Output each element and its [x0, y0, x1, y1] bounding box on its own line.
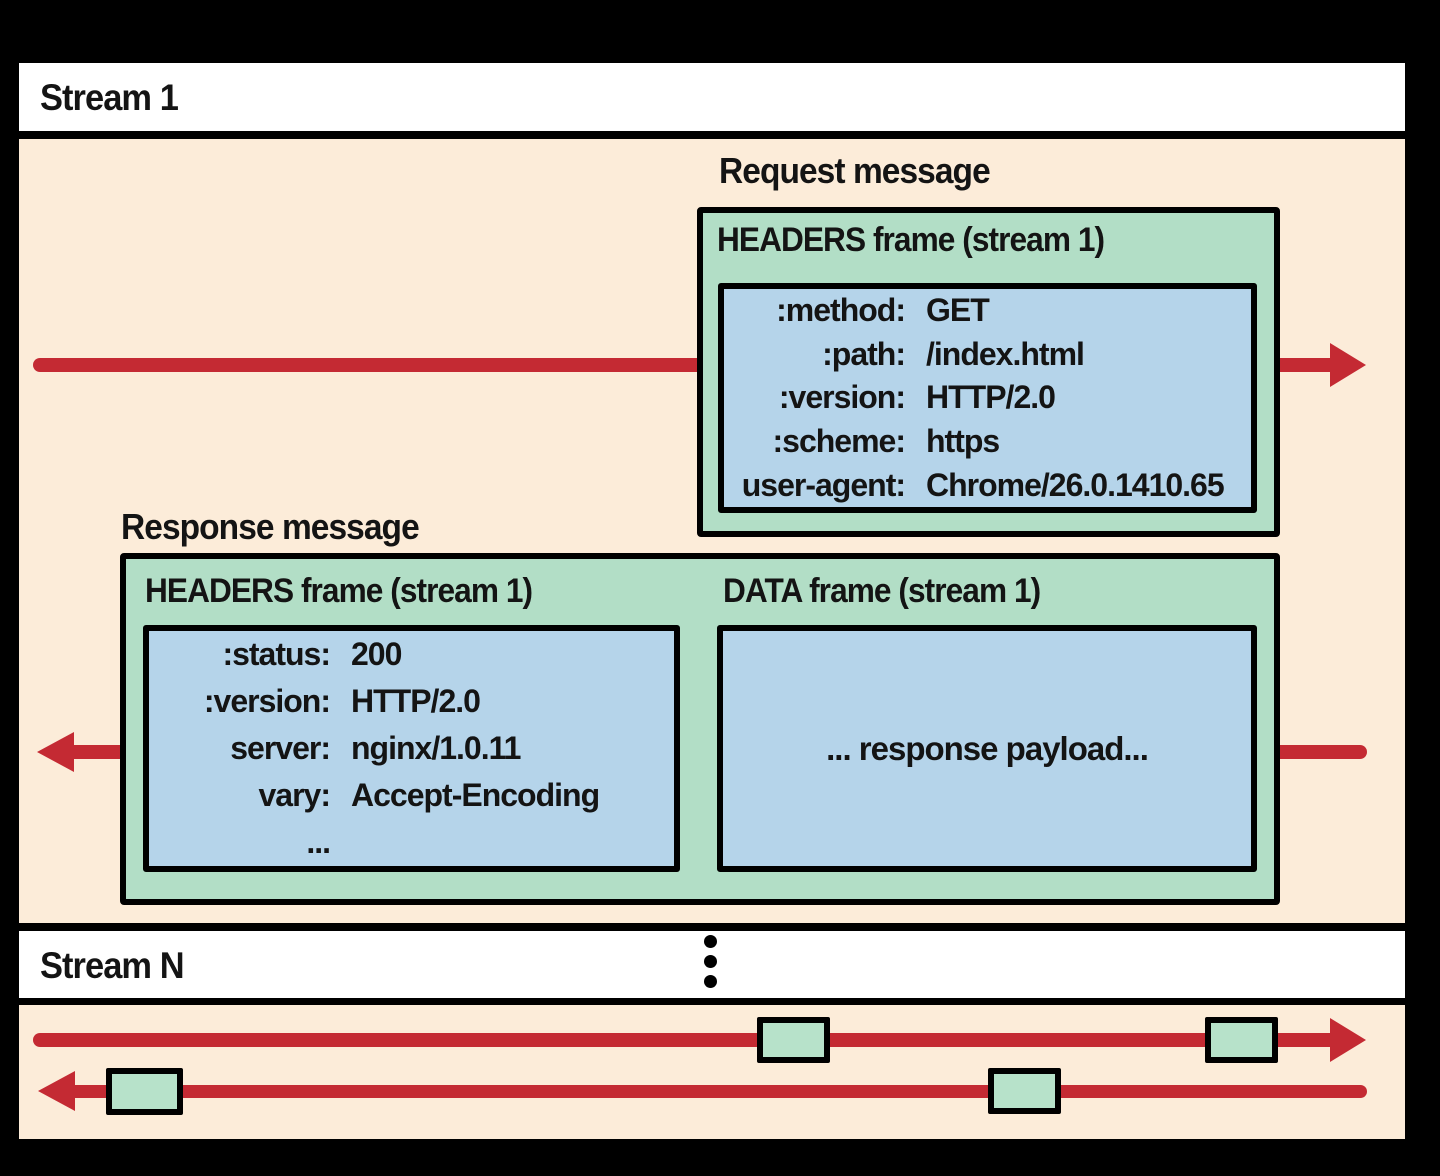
header-row: ... — [149, 824, 674, 861]
header-row: :path: /index.html — [724, 336, 1251, 373]
streamN-right-arrow-head-icon — [1330, 1018, 1366, 1062]
response-payload-text: ... response payload... — [826, 729, 1149, 767]
response-headers-frame-title: HEADERS frame (stream 1) — [145, 572, 533, 610]
response-arrow-line-right — [1280, 745, 1367, 759]
streamN-panel — [19, 1005, 1405, 1139]
header-value: /index.html — [926, 335, 1085, 372]
ellipsis-dot — [704, 935, 717, 948]
header-value: 200 — [351, 636, 402, 672]
streamN-left-arrow-head-icon — [38, 1071, 75, 1111]
frame-marker — [106, 1068, 183, 1115]
streamN-label: Stream N — [40, 945, 185, 986]
header-key: user-agent: — [741, 466, 906, 503]
header-value: Chrome/26.0.1410.65 — [926, 466, 1225, 503]
header-row: :scheme: https — [724, 423, 1251, 460]
response-data-box: ... response payload... — [717, 625, 1257, 872]
response-message-label: Response message — [121, 506, 420, 547]
request-headers-list: :method: GET :path: /index.html :version… — [724, 289, 1251, 507]
header-value: nginx/1.0.11 — [351, 730, 521, 766]
request-arrow-line-left — [33, 358, 697, 372]
response-arrow-head-icon — [37, 732, 74, 772]
header-key: server: — [230, 730, 331, 766]
header-key: :version: — [778, 379, 906, 416]
ellipsis-dot — [704, 975, 717, 988]
header-value: HTTP/2.0 — [351, 683, 481, 719]
frame-marker — [1205, 1017, 1278, 1063]
header-row: user-agent: Chrome/26.0.1410.65 — [724, 467, 1251, 504]
response-data-frame-title: DATA frame (stream 1) — [723, 572, 1041, 610]
request-headers-frame-title: HEADERS frame (stream 1) — [717, 221, 1105, 259]
frame-marker — [988, 1068, 1061, 1114]
response-headers-box — [143, 625, 680, 872]
streamN-right-arrow-line — [33, 1033, 1333, 1047]
request-headers-box — [718, 283, 1257, 513]
header-key: :method: — [776, 292, 906, 329]
vertical-ellipsis-icon — [704, 935, 717, 989]
header-key: ... — [306, 824, 331, 860]
header-value: https — [926, 423, 1000, 460]
header-row: :method: GET — [724, 292, 1251, 329]
header-row: :status: 200 — [149, 636, 674, 673]
header-row: server: nginx/1.0.11 — [149, 730, 674, 767]
stream1-label: Stream 1 — [40, 77, 179, 118]
response-headers-list: :status: 200 :version: HTTP/2.0 server: … — [149, 631, 674, 866]
request-arrow-line-right — [1280, 358, 1333, 372]
header-key: :scheme: — [772, 423, 907, 460]
header-key: :status: — [222, 636, 331, 672]
header-value: HTTP/2.0 — [926, 379, 1056, 416]
header-key: vary: — [258, 777, 332, 813]
streamN-left-arrow-line — [72, 1085, 1367, 1098]
header-key: :version: — [203, 683, 331, 719]
frame-marker — [757, 1017, 830, 1063]
stream1-bar: Stream 1 — [19, 63, 1405, 131]
response-arrow-line-left — [70, 745, 120, 759]
header-key: :path: — [822, 335, 906, 372]
request-arrow-head-icon — [1330, 343, 1366, 387]
ellipsis-dot — [704, 955, 717, 968]
header-row: :version: HTTP/2.0 — [724, 379, 1251, 416]
request-message-label: Request message — [719, 150, 991, 191]
header-row: :version: HTTP/2.0 — [149, 683, 674, 720]
header-value: Accept-Encoding — [351, 777, 600, 813]
header-row: vary: Accept-Encoding — [149, 777, 674, 814]
header-value: GET — [926, 292, 990, 329]
